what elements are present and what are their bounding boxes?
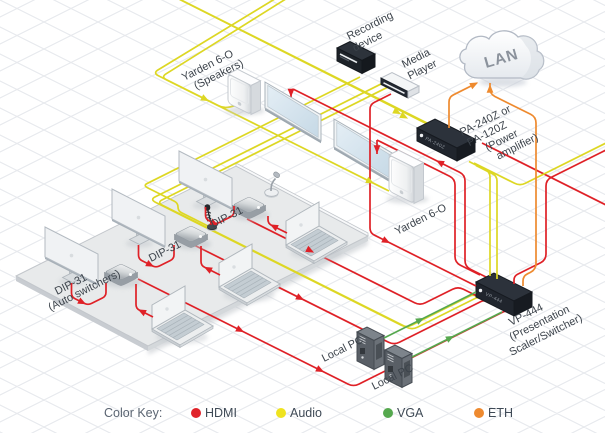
lan-cloud <box>459 30 545 87</box>
desktop-display-2 <box>111 188 166 248</box>
gooseneck-microphone <box>264 171 280 198</box>
recording-device <box>335 40 377 75</box>
audio-cable-vp444-amp-2 <box>475 164 498 279</box>
audio-cable-amp-speaker-left <box>162 0 434 128</box>
color-key-legend: Color Key: HDMI Audio VGA ETH <box>104 406 513 420</box>
flow-arrows <box>77 82 494 373</box>
dip31-switcher-1 <box>232 197 270 221</box>
dip31-switcher-3 <box>104 264 142 288</box>
local-pc-2 <box>383 344 414 389</box>
legend-dot-vga <box>383 408 393 418</box>
audio-cable-amp-speaker-right <box>154 0 428 192</box>
dip31-switcher-2 <box>174 226 212 250</box>
vga-cable-pc1-vp444 <box>383 291 477 339</box>
hdmi-cable-vp444-screen2 <box>376 139 481 276</box>
label-amplifier: PA-240Z orPA-120Z(Poweramplifier) <box>458 98 540 172</box>
laptop-2 <box>217 243 282 307</box>
display-screen-2 <box>333 118 395 185</box>
legend-label-hdmi: HDMI <box>205 406 237 420</box>
hdmi-cable-amp-right <box>481 142 605 206</box>
display-screen-1 <box>264 81 322 144</box>
legend-label-audio: Audio <box>290 406 322 420</box>
desktop-display-1 <box>178 150 233 210</box>
desktop-display-3 <box>44 226 99 286</box>
legend-title: Color Key: <box>104 406 162 420</box>
speaker-yarden-right <box>386 149 429 205</box>
legend-dot-eth <box>474 408 484 418</box>
media-player <box>379 71 421 99</box>
audio-cable-mic-recorder <box>144 76 361 227</box>
speaker-yarden-left <box>225 68 266 116</box>
local-pc-1 <box>355 326 386 371</box>
hdmi-cable-dip1-vp444 <box>246 218 477 305</box>
laptop-3 <box>150 285 215 349</box>
spring-microphone <box>204 204 218 231</box>
vga-cable-pc2-vp444 <box>411 311 503 358</box>
eth-cable-amp-lan <box>448 82 478 128</box>
hdmi-cable-media-vp444 <box>369 93 477 287</box>
label-recording-device: Recordingdevice <box>345 10 401 55</box>
hdmi-cable-display3-dip3 <box>70 283 107 306</box>
legend-dot-audio <box>276 408 286 418</box>
audio-cable-amp-right <box>473 142 605 186</box>
legend-label-eth: ETH <box>488 406 513 420</box>
legend-dot-hdmi <box>191 408 201 418</box>
vp444-switcher: VP-444 <box>474 272 534 317</box>
power-amplifier: PA-240Z <box>415 118 477 162</box>
label-media-player: MediaPlayer <box>400 46 439 82</box>
legend-label-vga: VGA <box>397 406 424 420</box>
hdmi-cable-vp444-right <box>513 149 605 284</box>
laptop-1 <box>284 201 349 265</box>
eth-cable-vp444-lan <box>489 83 537 286</box>
hdmi-cable-display2-dip2 <box>137 245 175 268</box>
